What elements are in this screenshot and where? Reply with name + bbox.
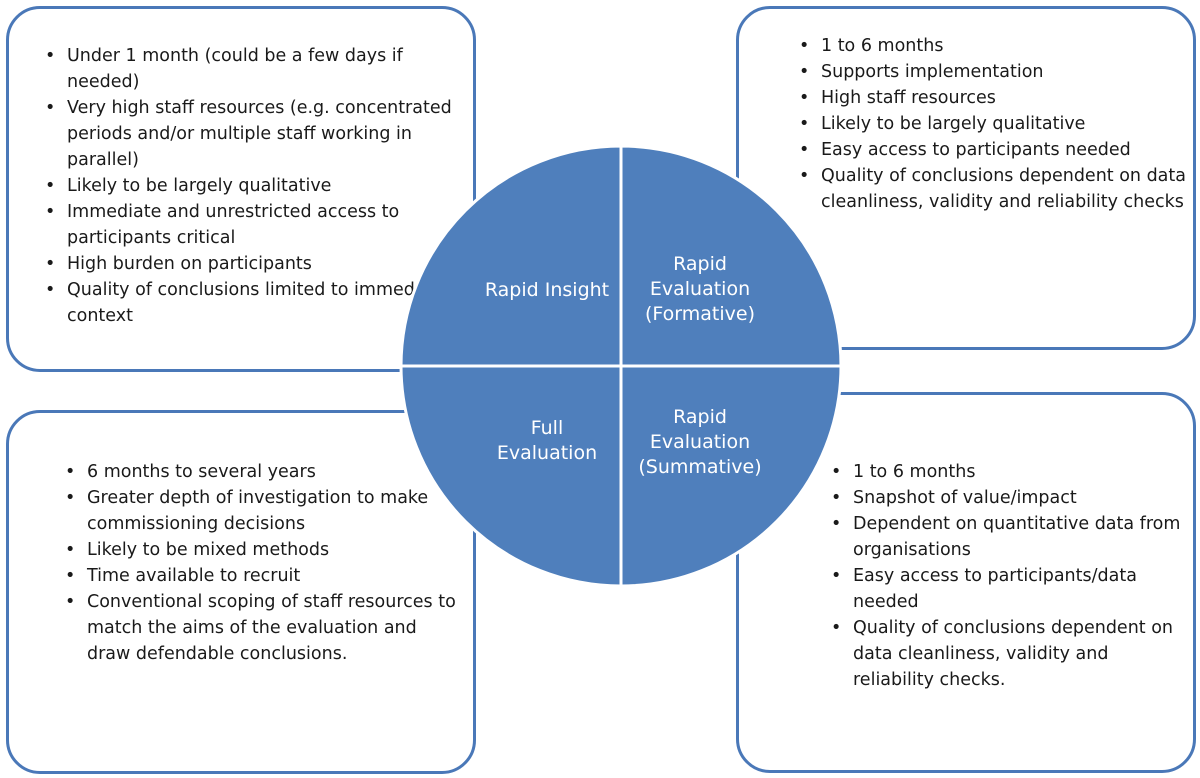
full-evaluation-bullet-list: 6 months to several years Greater depth … [59,459,459,667]
rapid-insight-box: Under 1 month (could be a few days if ne… [6,6,476,372]
bullet-item: 1 to 6 months [825,459,1185,485]
rapid-evaluation-summative-label: Rapid Evaluation (Summative) [638,406,762,478]
bullet-item: 1 to 6 months [793,33,1193,59]
rapid-evaluation-formative-label: Rapid Evaluation (Formative) [645,253,755,325]
rapid-evaluation-formative-box: 1 to 6 months Supports implementation Hi… [736,6,1196,350]
formative-bullet-list: 1 to 6 months Supports implementation Hi… [793,33,1193,215]
bullet-item: Likely to be mixed methods [59,537,459,563]
bullet-item: Quality of conclusions dependent on data… [793,163,1193,215]
full-evaluation-label: Full Evaluation [496,417,598,464]
bullet-item: Immediate and unrestricted access to par… [39,199,459,251]
full-evaluation-box: 6 months to several years Greater depth … [6,410,476,774]
bullet-item: Snapshot of value/impact [825,485,1185,511]
bullet-item: Quality of conclusions limited to immedi… [39,277,459,329]
bullet-item: Easy access to participants needed [793,137,1193,163]
bullet-item: Easy access to participants/data needed [825,563,1185,615]
bullet-item: Likely to be largely qualitative [793,111,1193,137]
bullet-item: Likely to be largely qualitative [39,173,459,199]
rapid-insight-bullet-list: Under 1 month (could be a few days if ne… [39,43,459,329]
bullet-item: Dependent on quantitative data from orga… [825,511,1185,563]
bullet-item: Quality of conclusions dependent on data… [825,615,1185,693]
bullet-item: High staff resources [793,85,1193,111]
rapid-insight-label: Rapid Insight [484,279,610,301]
bullet-item: Conventional scoping of staff resources … [59,589,459,667]
bullet-item: Supports implementation [793,59,1193,85]
bullet-item: Time available to recruit [59,563,459,589]
summative-bullet-list: 1 to 6 months Snapshot of value/impact D… [825,459,1185,693]
rapid-evaluation-summative-box: 1 to 6 months Snapshot of value/impact D… [736,392,1196,773]
bullet-item: Under 1 month (could be a few days if ne… [39,43,459,95]
bullet-item: Very high staff resources (e.g. concentr… [39,95,459,173]
bullet-item: Greater depth of investigation to make c… [59,485,459,537]
bullet-item: High burden on participants [39,251,459,277]
bullet-item: 6 months to several years [59,459,459,485]
